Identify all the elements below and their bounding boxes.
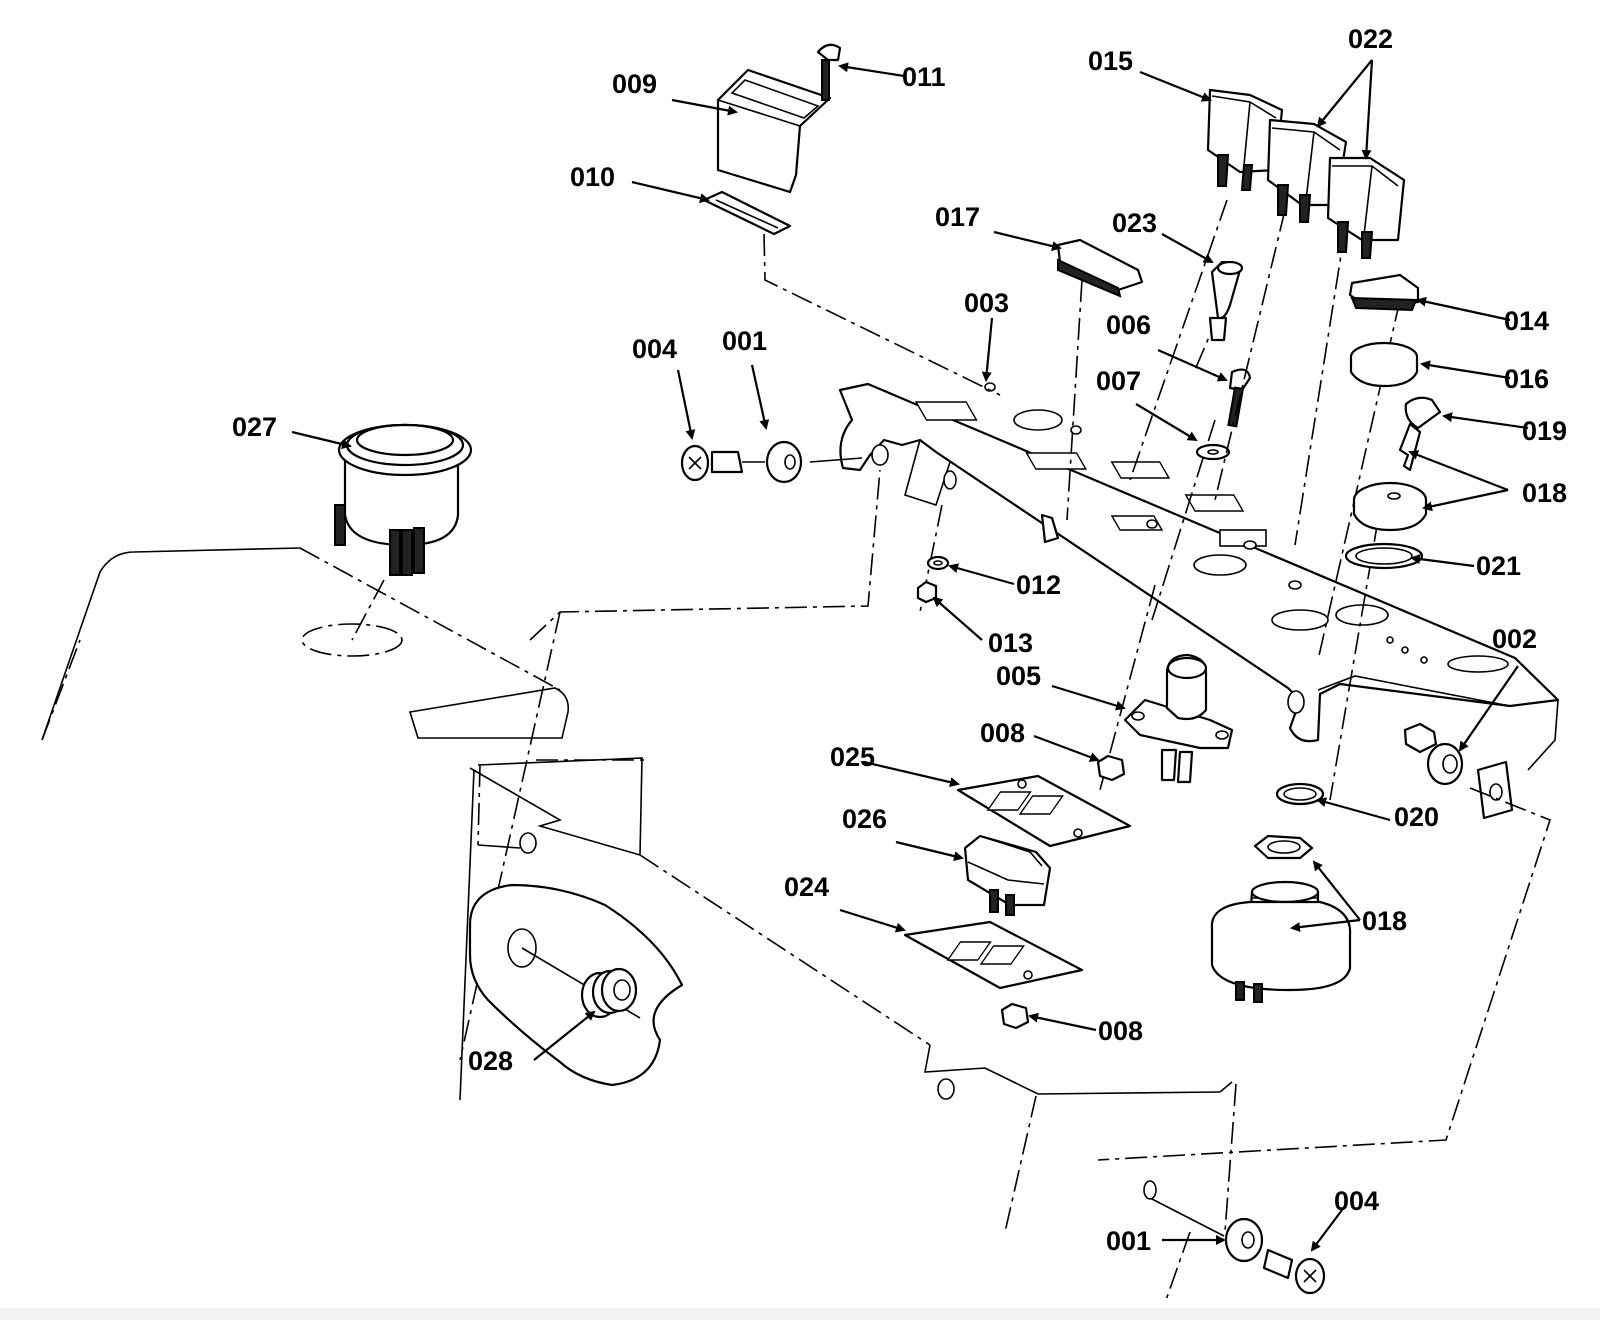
label-020: 020 (1394, 802, 1439, 832)
part-labels: 009 010 011 017 015 022 023 003 006 007 … (232, 24, 1567, 1256)
cover-block (702, 43, 1001, 396)
label-026: 026 (842, 804, 887, 834)
label-004-bottom: 004 (1334, 1186, 1379, 1216)
rocker-switches (1129, 88, 1406, 546)
label-014: 014 (1504, 306, 1549, 336)
label-005: 005 (996, 661, 1041, 691)
switch-cap (1056, 238, 1144, 521)
label-025: 025 (830, 742, 875, 772)
label-024: 024 (784, 872, 829, 902)
label-028: 028 (468, 1046, 513, 1076)
label-022: 022 (1348, 24, 1393, 54)
leader-arrows (291, 59, 1529, 1252)
screw-washer-left (680, 440, 863, 484)
rocker-switch-1 (1206, 88, 1284, 191)
label-027: 027 (232, 412, 277, 442)
plate-upper (956, 774, 1132, 848)
label-018-top: 018 (1522, 478, 1567, 508)
label-007: 007 (1096, 366, 1141, 396)
rocker-switch-2 (1266, 118, 1348, 223)
bumper-panel (468, 883, 684, 1087)
label-009: 009 (612, 69, 657, 99)
label-001-top: 001 (722, 326, 767, 356)
label-016: 016 (1504, 364, 1549, 394)
nut-upper (1096, 754, 1126, 782)
plate-lower (903, 920, 1084, 990)
ignition-switch (1210, 782, 1352, 1003)
bottom-strip (0, 1308, 1600, 1320)
label-023: 023 (1112, 208, 1157, 238)
gauge-studs (334, 504, 425, 576)
label-018-lower: 018 (1362, 906, 1407, 936)
indicator-lamp (1194, 260, 1244, 371)
label-011: 011 (902, 62, 946, 92)
toggle-switch (963, 834, 1052, 981)
screw-center (1151, 368, 1252, 621)
label-013: 013 (988, 628, 1033, 658)
ignition-stack (1317, 273, 1442, 801)
label-006: 006 (1106, 310, 1151, 340)
label-021: 021 (1476, 551, 1521, 581)
label-008-upper: 008 (980, 718, 1025, 748)
gauge (301, 423, 473, 657)
label-015: 015 (1088, 46, 1133, 76)
console-housing (41, 469, 1237, 1233)
label-001-bottom: 001 (1106, 1226, 1151, 1256)
label-012: 012 (1016, 570, 1061, 600)
grommet (580, 967, 638, 1019)
label-019: 019 (1522, 416, 1567, 446)
label-010: 010 (570, 162, 615, 192)
nut-right (1097, 722, 1551, 1161)
label-003: 003 (964, 288, 1009, 318)
label-002: 002 (1492, 624, 1537, 654)
key (1398, 396, 1442, 472)
rocker-switch-3 (1326, 156, 1406, 259)
push-button (1099, 584, 1234, 791)
label-017: 017 (935, 202, 980, 232)
label-004-top: 004 (632, 334, 677, 364)
screw-washer-right (1143, 1180, 1326, 1301)
washer-nut-left (916, 504, 950, 613)
label-008-lower: 008 (1098, 1016, 1143, 1046)
nut-lower (1000, 1002, 1030, 1030)
